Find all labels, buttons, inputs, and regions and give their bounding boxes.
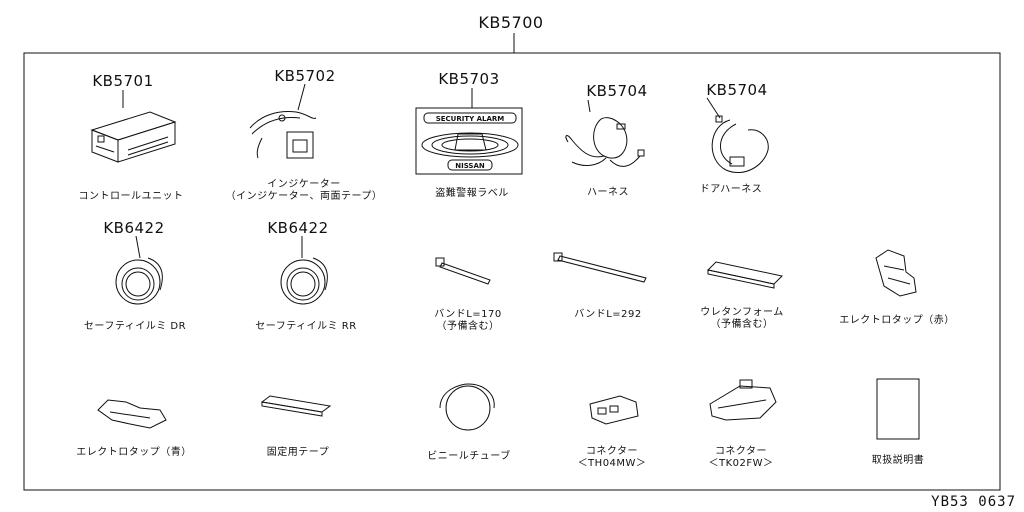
harness-illustration [565,117,645,167]
vinyl-tube-illustration [439,383,495,431]
safety-illumi-rr-illustration [280,257,328,305]
diagram-reference-number: YB53 0637 [931,494,1016,510]
part-code-kb5704-harness: KB5704 [586,82,648,100]
part-label-harness: ハーネス [587,187,629,198]
part-label-fixing-tape: 固定用テープ [266,447,330,458]
part-label-connector-th04mw: コネクター＜TH04MW＞ [577,446,647,469]
connector-tk02fw-illustration [709,379,777,421]
part-code-kb6422-dr: KB6422 [103,219,165,237]
part-code-kb5701: KB5701 [92,72,154,90]
band-292-illustration [553,252,647,283]
part-code-kb5703: KB5703 [438,70,500,88]
part-code-kb6422-rr: KB6422 [267,219,329,237]
part-code-kb5702: KB5702 [274,67,336,85]
part-label-band-170: バンドL=170（予備含む） [434,309,502,332]
band-170-illustration [435,257,491,285]
part-label-band-292: バンドL=292 [574,309,642,320]
assembly-frame [23,52,1001,491]
part-label-security-alarm-label: 盗難警報ラベル [435,188,509,199]
part-label-instruction-manual: 取扱説明書 [871,455,925,466]
label-artwork-bottom-text: NISSAN [455,162,485,170]
part-label-safety-illumi-dr: セーフティイルミ DR [83,321,187,332]
urethane-foam-illustration [706,261,784,289]
electro-tap-red-illustration [875,249,917,297]
part-label-door-harness: ドアハーネス [699,184,763,195]
part-code-kb5704-door-harness: KB5704 [706,81,768,99]
part-label-safety-illumi-rr: セーフティイルミ RR [255,321,357,332]
safety-illumi-dr-illustration [115,257,163,305]
security-alarm-label-illustration [415,107,523,175]
label-artwork-top-text: SECURITY ALARM [436,115,505,123]
part-label-indicator: インジケーター（インジケーター、両面テープ） [225,179,383,202]
part-label-connector-tk02fw: コネクター＜TK02FW＞ [708,446,774,469]
part-label-electro-tap-red: エレクトロタップ（赤） [839,315,955,326]
electro-tap-blue-illustration [97,399,167,429]
instruction-manual-illustration [876,378,920,440]
door-harness-illustration [711,115,769,173]
part-label-control-unit: コントロールユニット [78,191,184,202]
part-label-electro-tap-blue: エレクトロタップ（青） [76,447,192,458]
part-label-vinyl-tube: ビニールチューブ [427,451,511,462]
assembly-code: KB5700 [478,13,544,32]
indicator-illustration [249,111,317,159]
control-unit-illustration [90,111,177,163]
fixing-tape-illustration [260,395,332,417]
connector-th04mw-illustration [589,395,639,425]
part-label-urethane-foam: ウレタンフォーム（予備含む） [700,307,784,330]
